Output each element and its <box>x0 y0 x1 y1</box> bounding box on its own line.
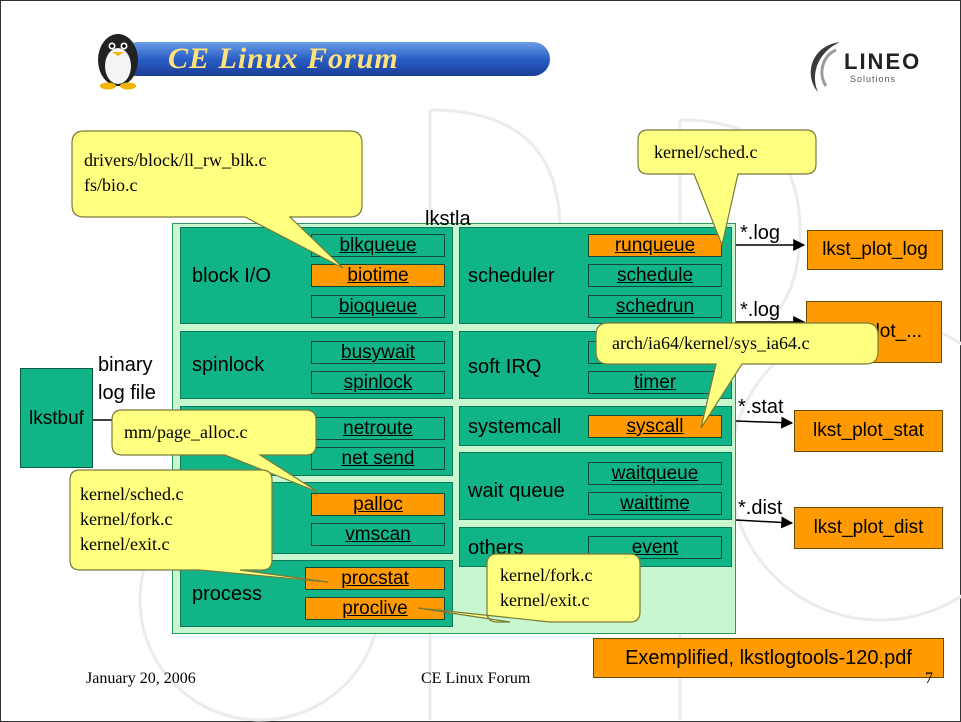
probe-waitqueue-label: waitqueue <box>611 463 699 484</box>
probe-timer[interactable]: timer <box>588 371 722 394</box>
tool-lkst-plot-log-label: lkst_plot_log <box>822 239 928 260</box>
forum-logo-text: CE Linux Forum <box>168 42 399 75</box>
probe-procstat[interactable]: procstat <box>305 567 445 590</box>
probe-runqueue-label: runqueue <box>614 235 696 256</box>
lineo-logo-text: LINEO <box>844 49 922 74</box>
probe-spinlock-label: spinlock <box>343 372 413 393</box>
page-number: 7 <box>925 670 933 687</box>
probe-runqueue[interactable]: runqueue <box>588 234 722 257</box>
tool-lkst-plot-log[interactable]: lkst_plot_log <box>807 230 943 270</box>
probe-waittime-label: waittime <box>620 493 690 514</box>
footer-date: January 20, 2006 <box>86 670 196 687</box>
forum-logo: CE Linux Forum <box>90 20 560 90</box>
group-systemcall-label: systemcall <box>468 416 562 438</box>
probe-spinlock[interactable]: spinlock <box>311 371 445 394</box>
lkstbuf-note-line1: binary <box>98 354 153 376</box>
probe-bioqueue-label: bioqueue <box>338 296 418 317</box>
probe-blkqueue-label: blkqueue <box>339 235 417 256</box>
lineo-logo: LINEO Solutions <box>800 36 940 96</box>
tool-lkst-plot-partial-label: lkst_plot_... <box>825 321 923 342</box>
callout-procstat: kernel/sched.c kernel/fork.c kernel/exit… <box>80 484 184 554</box>
probe-proclive[interactable]: proclive <box>305 597 445 620</box>
probe-palloc-label: palloc <box>353 494 403 515</box>
probe-netroute-label: netroute <box>343 418 413 439</box>
probe-palloc[interactable]: palloc <box>311 493 445 516</box>
lkstbuf-box[interactable]: lkstbuf <box>20 368 93 468</box>
group-process-label: process <box>192 583 263 605</box>
group-scheduler-label: scheduler <box>468 265 555 287</box>
probe-biotime-label: biotime <box>347 265 409 286</box>
probe-busywait-label: busywait <box>341 342 415 363</box>
probe-schedrun-label: schedrun <box>615 296 695 317</box>
probe-netroute[interactable]: netroute <box>311 417 445 440</box>
probe-biotime[interactable]: biotime <box>311 264 445 287</box>
probe-syscall[interactable]: syscall <box>588 415 722 438</box>
group-wait-queue-label: wait queue <box>468 480 565 502</box>
probe-vmscan-label: vmscan <box>345 524 411 545</box>
probe-event-label: event <box>631 537 679 558</box>
probe-timer-label: timer <box>633 372 677 393</box>
penguin-icon <box>98 34 550 90</box>
tool-lkst-plot-dist-label: lkst_plot_dist <box>813 517 924 538</box>
callout-block-io: drivers/block/ll_rw_blk.c fs/bio.c <box>84 150 267 195</box>
callout-proclive: kernel/fork.c kernel/exit.c <box>500 565 593 610</box>
probe-blkqueue[interactable]: blkqueue <box>311 234 445 257</box>
probe-schedule-label: schedule <box>616 265 694 286</box>
tool-lkst-plot-stat-label: lkst_plot_stat <box>813 420 924 441</box>
lkstbuf-label: lkstbuf <box>29 407 84 429</box>
output-ext-dist: *.dist <box>738 497 783 519</box>
probe-schedrun[interactable]: schedrun <box>588 295 722 318</box>
output-ext-log-2: *.log <box>740 299 781 321</box>
group-others-label: others <box>468 537 524 559</box>
callout-sched: kernel/sched.c <box>654 142 758 162</box>
tool-lkst-plot-stat[interactable]: lkst_plot_stat <box>794 410 943 452</box>
probe-waittime[interactable]: waittime <box>588 492 722 515</box>
tool-lkst-plot-dist[interactable]: lkst_plot_dist <box>794 507 943 549</box>
probe-net-send-label: net send <box>341 448 415 469</box>
output-ext-log: *.log <box>740 222 781 244</box>
group-soft-irq-label: soft IRQ <box>468 356 542 378</box>
probe-syscall-label: syscall <box>626 416 684 437</box>
exemplified-note: Exemplified, lkstlogtools-120.pdf <box>593 638 944 678</box>
callout-page-alloc: mm/page_alloc.c <box>124 422 248 442</box>
probe-waitqueue[interactable]: waitqueue <box>588 462 722 485</box>
callout-syscall: arch/ia64/kernel/sys_ia64.c <box>612 333 810 353</box>
probe-procstat-label: procstat <box>341 568 409 589</box>
lineo-swoosh-icon <box>810 42 840 92</box>
probe-vmscan[interactable]: vmscan <box>311 523 445 546</box>
lineo-logo-subtitle: Solutions <box>850 74 897 84</box>
exemplified-note-label: Exemplified, lkstlogtools-120.pdf <box>625 646 912 669</box>
lkstla-label: lkstla <box>425 208 471 230</box>
probe-busywait[interactable]: busywait <box>311 341 445 364</box>
footer-center: CE Linux Forum <box>421 670 531 687</box>
group-memory-label: memory <box>192 509 265 531</box>
lkstbuf-note-line2: log file <box>98 382 156 404</box>
tool-lkst-plot-partial[interactable]: lkst_plot_... <box>806 301 942 363</box>
output-ext-stat: *.stat <box>738 396 784 418</box>
probe-schedule[interactable]: schedule <box>588 264 722 287</box>
probe-proclive-label: proclive <box>342 598 408 619</box>
group-block-io-label: block I/O <box>192 265 271 287</box>
probe-event[interactable]: event <box>588 536 722 559</box>
probe-net-send[interactable]: net send <box>311 447 445 470</box>
probe-bioqueue[interactable]: bioqueue <box>311 295 445 318</box>
group-spinlock-label: spinlock <box>192 354 265 376</box>
